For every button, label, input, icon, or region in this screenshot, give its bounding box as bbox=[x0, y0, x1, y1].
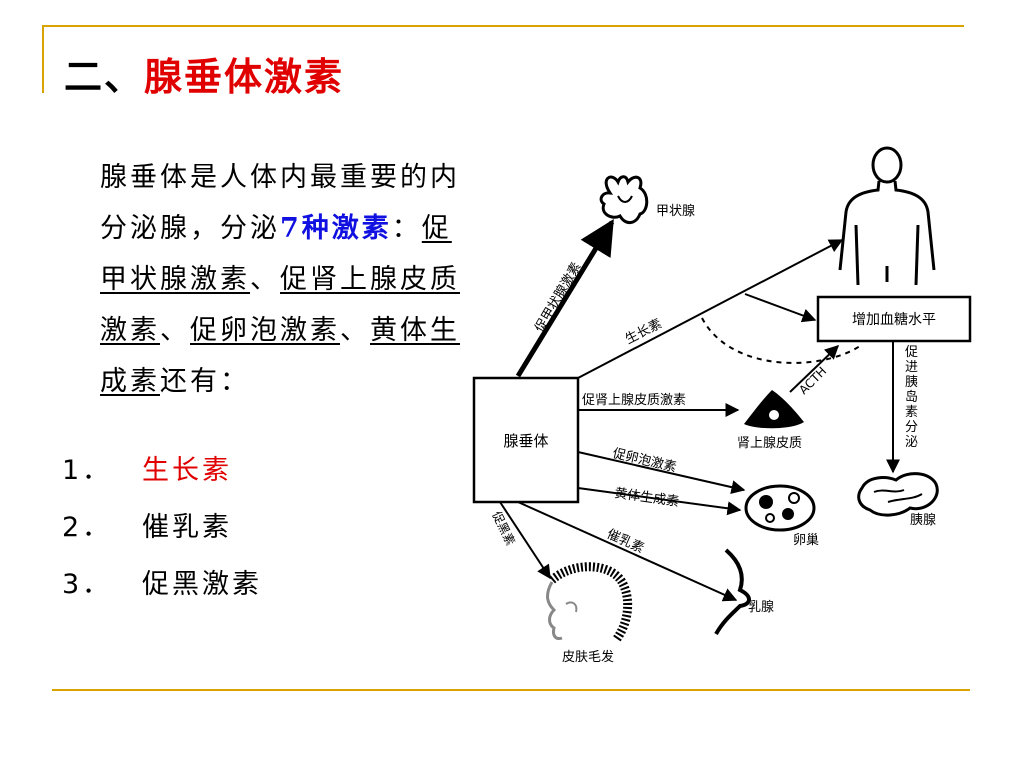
insulin-label-text: 促进胰岛素分泌 bbox=[905, 345, 920, 450]
list-label: 促黑激素 bbox=[142, 569, 262, 600]
mammary-label: 乳腺 bbox=[748, 600, 774, 615]
fsh-label: 促卵泡激素 bbox=[611, 446, 678, 475]
list-number: 2． bbox=[62, 512, 113, 543]
list-number: 3． bbox=[62, 569, 113, 600]
adrenal-label: 肾上腺皮质 bbox=[737, 436, 802, 451]
slide-title: 二、腺垂体激素 bbox=[64, 46, 344, 101]
pancreas-label: 胰腺 bbox=[910, 513, 936, 528]
list-number: 1． bbox=[62, 455, 113, 486]
hormone-tsh: 促甲状腺激素 bbox=[100, 213, 452, 295]
pituitary-box bbox=[472, 376, 580, 504]
acth-label: 促肾上腺皮质激素 bbox=[582, 393, 686, 408]
list-item: 2． 催乳素 bbox=[62, 505, 262, 562]
fsh-arrow bbox=[577, 451, 746, 495]
lh-arrow bbox=[577, 487, 742, 516]
title-main: 腺垂体激素 bbox=[144, 54, 345, 99]
intro-tail: 还有： bbox=[160, 366, 250, 397]
intro-colon: ： bbox=[391, 213, 422, 244]
left-rule bbox=[42, 25, 44, 93]
mammary-icon bbox=[714, 548, 751, 636]
title-prefix: 二、 bbox=[64, 54, 145, 99]
dashed-feedback-curve bbox=[701, 317, 861, 364]
pancreas-icon bbox=[857, 472, 939, 517]
thyroid-label: 甲状腺 bbox=[656, 204, 695, 219]
ovary-label: 卵巢 bbox=[793, 533, 819, 548]
gh-arrow bbox=[577, 239, 844, 379]
list-label: 生长素 bbox=[142, 455, 232, 486]
separator: 、 bbox=[160, 315, 190, 346]
hormone-acth: 促肾上腺皮质激素 bbox=[100, 264, 460, 346]
thyroid-icon bbox=[599, 175, 649, 224]
ovary-icon bbox=[744, 484, 816, 532]
adrenal-icon bbox=[744, 390, 804, 429]
lh-label: 黄体生成素 bbox=[613, 486, 679, 510]
msh-label: 促黑素 bbox=[489, 509, 517, 548]
blood-sugar-label: 增加血糖水平 bbox=[852, 312, 936, 328]
acth-short-arrow bbox=[789, 345, 840, 393]
separator: 、 bbox=[340, 315, 370, 346]
hormone-fsh: 促卵泡激素 bbox=[190, 315, 340, 346]
msh-arrow bbox=[499, 501, 551, 580]
hormone-list: 1． 生长素 2． 催乳素 3． 促黑激素 bbox=[62, 448, 262, 619]
pituitary-label: 腺垂体 bbox=[503, 432, 548, 450]
insulin-label: 促进胰岛素分泌 bbox=[905, 345, 920, 450]
list-item: 1． 生长素 bbox=[62, 448, 262, 505]
gh-branch-arrow bbox=[744, 293, 817, 323]
list-item: 3． 促黑激素 bbox=[62, 562, 262, 619]
hormone-lh: 黄体生成素 bbox=[100, 315, 460, 397]
hormone-count: 7种激素 bbox=[280, 213, 392, 244]
head-icon bbox=[546, 562, 633, 643]
tsh-arrow bbox=[515, 219, 615, 378]
separator: 、 bbox=[250, 264, 280, 295]
human-body-icon bbox=[838, 146, 936, 286]
bottom-rule bbox=[52, 689, 970, 691]
intro-text: 腺垂体是人体内最重要的内分泌腺，分泌 bbox=[100, 162, 460, 244]
skin-label: 皮肤毛发 bbox=[562, 649, 614, 665]
top-rule bbox=[42, 25, 964, 27]
intro-paragraph: 腺垂体是人体内最重要的内分泌腺，分泌7种激素：促甲状腺激素、促肾上腺皮质激素、促… bbox=[100, 152, 480, 407]
prl-arrow bbox=[517, 501, 738, 602]
list-label: 催乳素 bbox=[142, 512, 232, 543]
tsh-label: 促甲状腺激素 bbox=[532, 260, 584, 335]
prl-label: 催乳素 bbox=[604, 527, 646, 557]
